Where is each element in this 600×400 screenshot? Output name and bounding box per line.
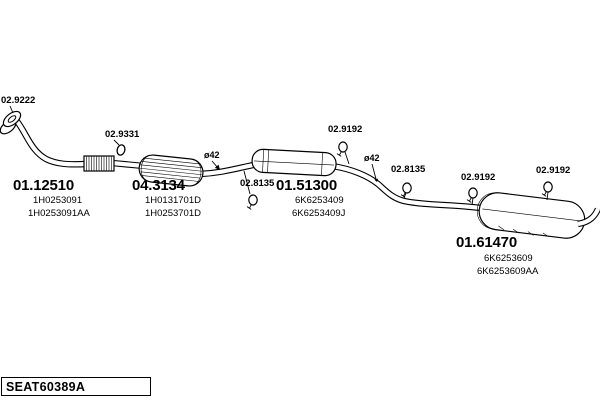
oem-ref: 6K6253609	[484, 253, 533, 264]
tail-pipe	[577, 207, 600, 228]
oem-ref: 1H0253701D	[145, 208, 201, 219]
hanger-icon	[336, 141, 348, 157]
exhaust-pipe-run	[13, 117, 489, 213]
part-label-clamp-rear-pipe: 02.8135	[391, 164, 426, 175]
catalytic-converter-body	[138, 154, 204, 187]
oem-ref: 1H0253091	[33, 195, 82, 206]
drawing-code-box: SEAT60389A	[1, 377, 151, 396]
oem-ref: 1H0131701D	[145, 195, 201, 206]
drawing-code: SEAT60389A	[6, 379, 86, 394]
diameter-annotation: ø42	[364, 153, 380, 163]
diameter-arrow-1	[211, 160, 220, 170]
diameter-annotation: ø42	[204, 150, 220, 160]
oem-ref: 6K6253409	[295, 195, 344, 206]
part-label-hanger-center: 02.9192	[328, 124, 362, 135]
center-muffler-body	[251, 148, 337, 177]
clamp-icon	[400, 182, 412, 198]
mount-ring-icon	[116, 144, 126, 156]
hanger-icon	[541, 181, 553, 197]
oem-ref: 1H0253091AA	[28, 208, 90, 219]
hanger-icon	[466, 187, 478, 203]
clamp-icon	[246, 194, 258, 210]
part-label-center-muffler: 01.51300	[276, 177, 337, 194]
part-label-hanger-rear-2: 02.9192	[536, 165, 570, 176]
part-label-catalytic-converter: 04.3134	[132, 177, 186, 194]
part-label-front-flange: 02.9222	[1, 95, 35, 106]
diameter-arrow-2	[371, 163, 379, 182]
part-label-rear-muffler: 01.61470	[456, 234, 517, 251]
flex-pipe-section	[83, 155, 115, 172]
part-label-hanger-rear-1: 02.9192	[461, 172, 495, 183]
part-label-mount-ring: 02.9331	[105, 129, 140, 140]
oem-ref: 6K6253609AA	[477, 266, 539, 277]
part-label-clamp-center: 02.8135	[240, 178, 275, 189]
part-label-front-pipe: 01.12510	[13, 177, 74, 194]
oem-ref: 6K6253409J	[292, 208, 346, 219]
front-flange-icon	[0, 110, 22, 135]
